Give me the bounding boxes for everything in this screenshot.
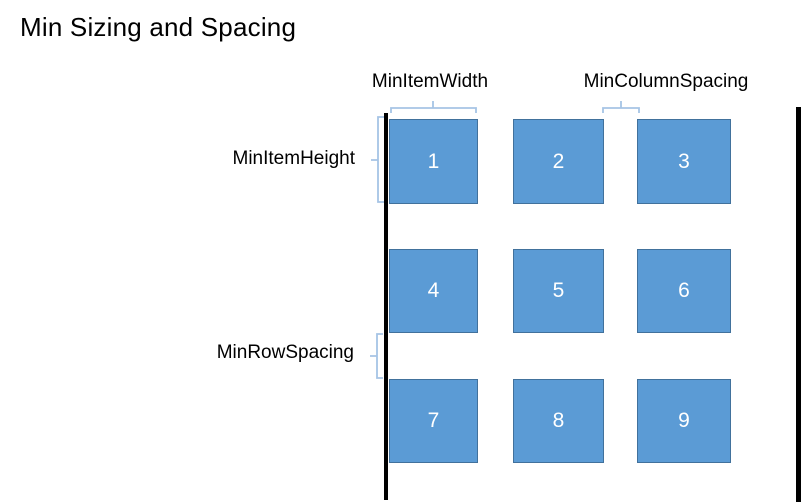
- grid-item: 7: [389, 379, 478, 463]
- min-item-width-label: MinItemWidth: [371, 71, 489, 92]
- right-boundary-line: [796, 107, 801, 502]
- grid-item: 9: [637, 379, 731, 463]
- min-column-spacing-label: MinColumnSpacing: [583, 71, 749, 92]
- grid-item: 5: [513, 249, 604, 333]
- min-item-width-brace: [390, 101, 477, 113]
- grid-item: 2: [513, 119, 604, 204]
- left-boundary-line: [384, 113, 388, 500]
- min-item-height-brace: [371, 116, 384, 203]
- grid-item: 3: [637, 119, 731, 204]
- grid-item: 4: [389, 249, 478, 333]
- min-row-spacing-brace: [370, 333, 383, 379]
- slide-title: Min Sizing and Spacing: [20, 12, 297, 42]
- min-item-height-label: MinItemHeight: [232, 148, 356, 169]
- grid-item: 6: [637, 249, 731, 333]
- min-column-spacing-brace: [602, 101, 640, 113]
- grid-item: 8: [513, 379, 604, 463]
- min-row-spacing-label: MinRowSpacing: [216, 342, 354, 363]
- grid-item: 1: [389, 119, 478, 204]
